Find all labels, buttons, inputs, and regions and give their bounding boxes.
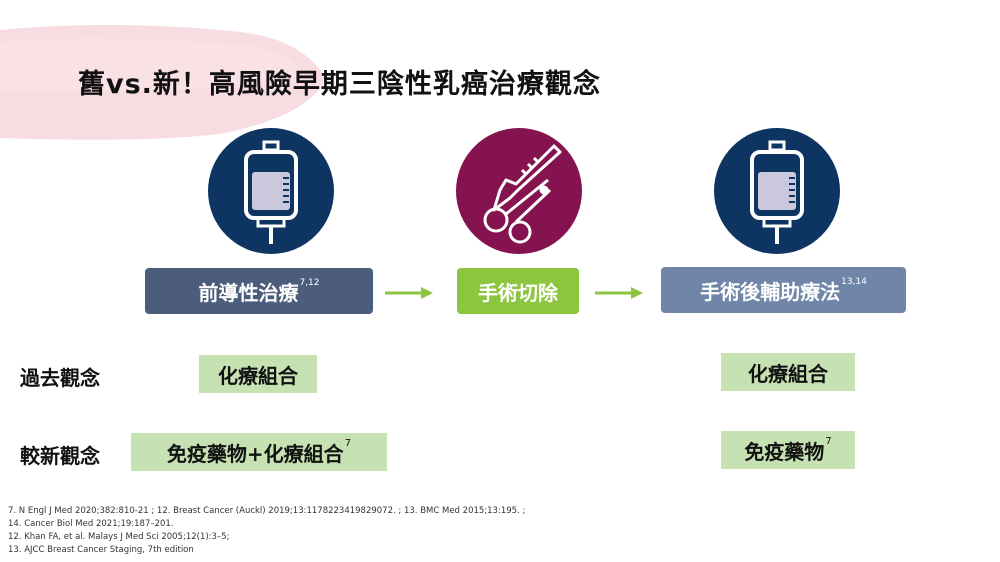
references: 7. N Engl J Med 2020;382:810-21 ; 12. Br… bbox=[8, 505, 525, 557]
new-adjuvant-text: 免疫藥物 bbox=[744, 439, 825, 464]
reference-line: 7. N Engl J Med 2020;382:810-21 ; 12. Br… bbox=[8, 506, 526, 516]
pink-brush-decoration bbox=[0, 25, 325, 140]
arrow-right-icon bbox=[385, 287, 433, 299]
arrow-right-icon bbox=[595, 287, 643, 299]
reference-line: 12. Khan FA, et al. Malays J Med Sci 200… bbox=[8, 532, 230, 542]
new-neoadjuvant-text: 免疫藥物+化療組合 bbox=[166, 441, 344, 466]
iv-bag-icon bbox=[208, 128, 334, 254]
neoadjuvant-label: 前導性治療 bbox=[198, 280, 299, 305]
reference-line: 14. Cancer Biol Med 2021;19:187–201. bbox=[8, 519, 174, 529]
page-title: 舊vs.新！高風險早期三陰性乳癌治療觀念 bbox=[78, 69, 601, 100]
new-adjuvant-ref: 7 bbox=[825, 435, 832, 447]
old-adjuvant-box: 化療組合 bbox=[721, 353, 855, 391]
old-concept-label: 過去觀念 bbox=[20, 366, 100, 390]
reference-line: 13. AJCC Breast Cancer Staging, 7th edit… bbox=[8, 545, 194, 555]
old-adjuvant-text: 化療組合 bbox=[748, 361, 828, 386]
surgical-tools-icon bbox=[456, 128, 582, 254]
old-neoadjuvant-text: 化療組合 bbox=[218, 363, 298, 388]
iv-bag-icon bbox=[714, 128, 840, 254]
adjuvant-label: 手術後輔助療法 bbox=[700, 279, 841, 304]
new-neoadjuvant-ref: 7 bbox=[344, 437, 352, 449]
neoadjuvant-ref: 7,12 bbox=[299, 278, 320, 288]
old-neoadjuvant-box: 化療組合 bbox=[199, 355, 317, 393]
adjuvant-ref: 13,14 bbox=[841, 277, 867, 287]
surgery-step: 手術切除 bbox=[457, 268, 579, 314]
new-concept-label: 較新觀念 bbox=[20, 444, 100, 468]
surgery-label: 手術切除 bbox=[478, 280, 558, 305]
